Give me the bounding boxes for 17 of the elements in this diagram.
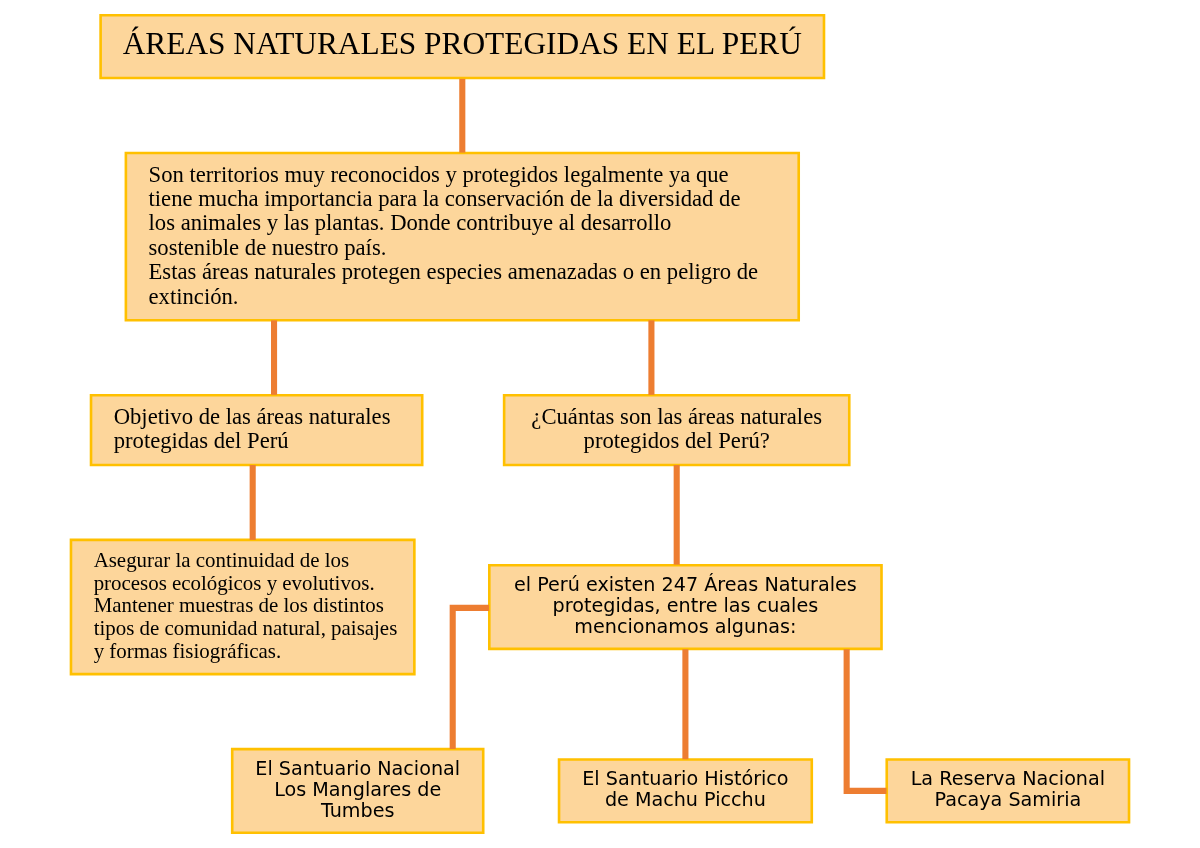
node-box: La Reserva Nacional Pacaya Samiria bbox=[885, 758, 1131, 824]
connector bbox=[459, 78, 466, 153]
node-box: El Santuario Nacional Los Manglares de Tumbes bbox=[230, 747, 485, 835]
connector bbox=[271, 320, 278, 395]
connector bbox=[843, 649, 887, 794]
node-box: el Perú existen 247 Áreas Naturales protegidas, entre las cuales mencionamos algunas: bbox=[488, 563, 883, 651]
connector bbox=[648, 320, 655, 395]
connector bbox=[449, 604, 490, 749]
connector bbox=[682, 649, 689, 760]
node-box: ¿Cuántas son las áreas naturales protegidos del Perú? bbox=[502, 393, 851, 467]
node-box: Son territorios muy reconocidos y protegidos legalmente ya que tiene mucha importancia para la conservación de la diversidad de los animales y las plantas. Donde contribuye al desarrollo sostenible de nuestro país. Estas áreas naturales protegen especies amenazadas o en peligro de extinción. bbox=[124, 151, 800, 322]
connector bbox=[673, 465, 680, 565]
node-box: El Santuario Histórico de Machu Picchu bbox=[557, 758, 814, 824]
node-box: ÁREAS NATURALES PROTEGIDAS EN EL PERÚ bbox=[99, 13, 826, 80]
connector bbox=[249, 465, 256, 540]
node-box: Objetivo de las áreas naturales protegidas del Perú bbox=[89, 393, 424, 467]
node-box: Asegurar la continuidad de los procesos ecológicos y evolutivos. Mantener muestras de los distintos tipos de comunidad natural, paisajes y formas fisiográficas. bbox=[69, 538, 416, 676]
